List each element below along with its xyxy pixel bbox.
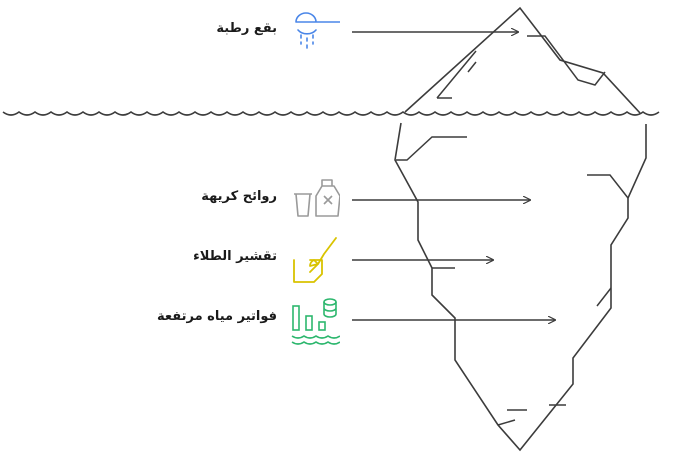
water-bills-chart-icon [291,298,340,345]
rain-cloud-icon [295,12,340,49]
paint-brush-icon [293,237,337,283]
water-line [2,111,660,116]
label-high-water-bills: فواتير مياه مرتفعة [157,309,277,324]
iceberg-body [394,122,647,452]
iceberg-tip [404,6,641,114]
label-peeling-paint: تقشير الطلاء [193,249,277,264]
iceberg-body-detail [396,136,629,426]
iceberg-tip-detail [436,35,606,99]
trash-cans-icon [294,179,340,217]
label-damp-spots: بقع رطبة [216,21,277,36]
label-bad-odors: روائح كريهة [201,189,277,204]
